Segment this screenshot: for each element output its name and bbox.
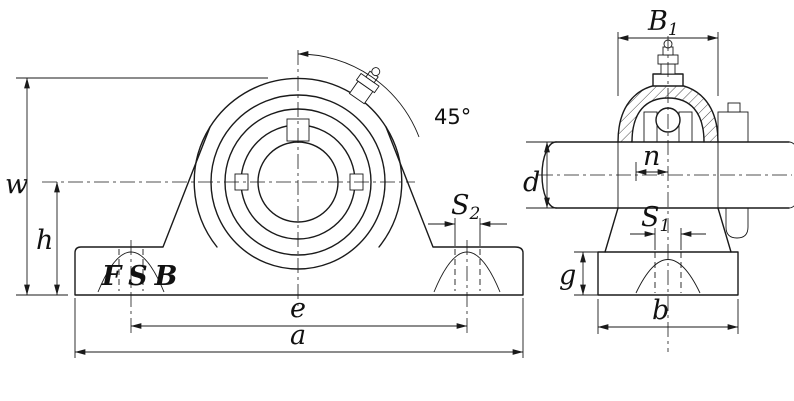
s1-label-base: S [641, 202, 660, 233]
dimension-n: n [635, 141, 669, 181]
d-extension-lines [526, 141, 556, 209]
side-view [538, 36, 794, 352]
s2-label-base: S [451, 190, 470, 221]
pillar-sides [604, 207, 732, 253]
bolt-slot-hidden-lines [118, 249, 481, 291]
dimension-b1: B1 [617, 6, 719, 96]
inner-ring-section-left [643, 111, 658, 143]
b1-extension-lines [617, 32, 719, 96]
dimension-a: a [74, 298, 524, 358]
base-slot-hidden-side [654, 252, 682, 293]
angle-annotation: 45° [297, 51, 471, 138]
s1-label-sub: 1 [660, 216, 671, 236]
dimension-s2: S2 [428, 190, 507, 246]
angle-arc [297, 51, 420, 138]
locking-collar-top [717, 111, 749, 143]
inner-ring-section-right [678, 111, 693, 143]
dimension-h: h [36, 181, 60, 296]
front-view: FSB [42, 50, 524, 334]
angle-label: 45° [434, 105, 471, 129]
h-label: h [36, 225, 53, 256]
a-label: a [290, 320, 306, 351]
b1-label-base: B [647, 6, 668, 37]
base-seat-arc-side [635, 259, 701, 294]
s2-label-sub: 2 [469, 204, 481, 224]
d-label: d [523, 167, 540, 198]
dimension-d: d [523, 141, 556, 209]
b-label: b [652, 295, 669, 326]
b1-label: B1 [647, 6, 679, 40]
collar-screw [727, 102, 741, 113]
housing-boss-arc-left [193, 126, 218, 248]
locking-collar-bottom [725, 208, 749, 239]
s1-label: S1 [641, 202, 670, 236]
s2-label: S2 [451, 190, 480, 224]
housing-outline [74, 77, 524, 296]
housing-boss-arc-right [378, 126, 403, 248]
side-centerlines [538, 36, 792, 352]
n-label: n [643, 141, 660, 172]
dimension-b: b [597, 295, 739, 334]
housing-section-hatch [618, 84, 718, 142]
a-extension-lines [74, 298, 524, 358]
front-centerlines [42, 50, 468, 334]
g-extension-lines [574, 251, 600, 296]
e-label: e [290, 293, 306, 324]
g-label: g [559, 260, 576, 291]
w-label: w [5, 169, 28, 200]
dimension-g: g [559, 251, 600, 296]
dimension-e: e [130, 293, 468, 329]
b1-label-sub: 1 [668, 20, 679, 40]
brand-text: FSB [101, 261, 185, 292]
dimension-s1: S1 [630, 202, 706, 250]
